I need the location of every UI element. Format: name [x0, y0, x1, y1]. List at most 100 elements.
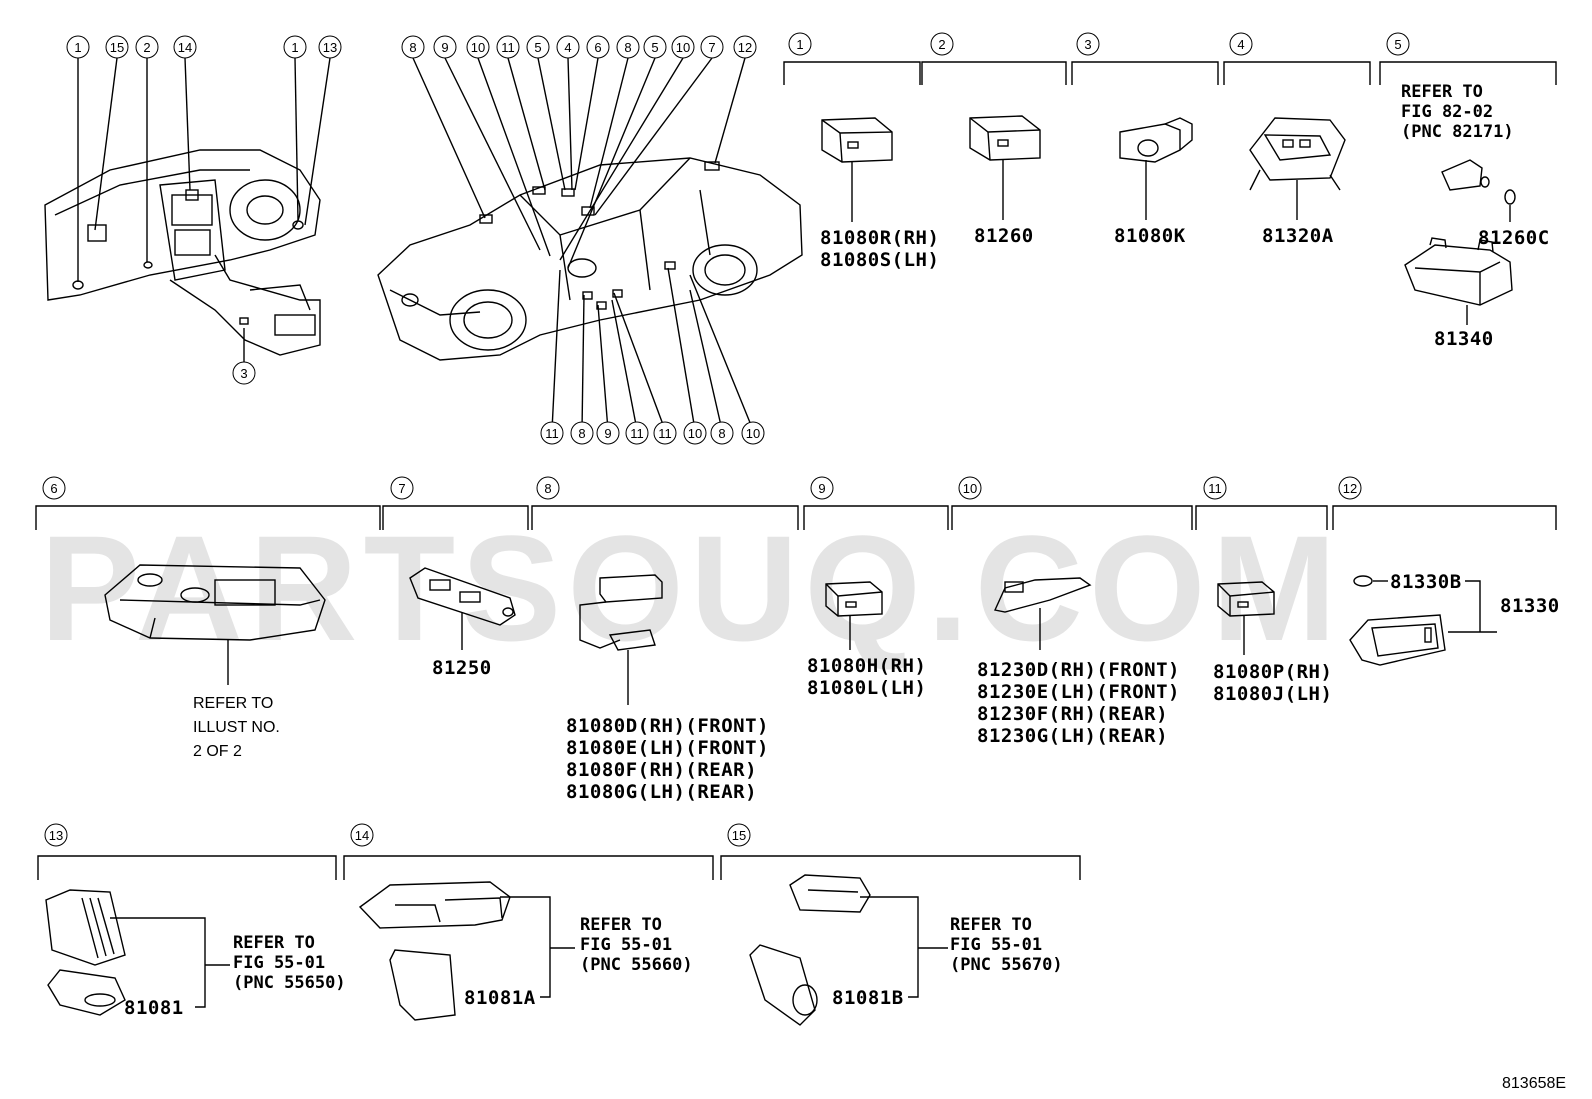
svg-text:5: 5	[1394, 37, 1401, 52]
part-number-81080E[interactable]: 81080E(LH)(FRONT)	[566, 737, 769, 759]
callout-9: 9	[433, 35, 457, 59]
refer-note-line: FIG 55-01	[580, 935, 672, 955]
part-number-81080F[interactable]: 81080F(RH)(REAR)	[566, 759, 757, 781]
group-1-header: 1	[788, 32, 812, 56]
callout-4: 4	[556, 35, 580, 59]
svg-text:12: 12	[738, 40, 752, 55]
refer-note-line: (PNC 55650)	[233, 973, 346, 993]
part-number-81080D[interactable]: 81080D(RH)(FRONT)	[566, 715, 769, 737]
callout-8: 8	[401, 35, 425, 59]
part-number-81230E[interactable]: 81230E(LH)(FRONT)	[977, 681, 1180, 703]
part-81081A-illustration	[358, 881, 511, 1021]
part-number-81320A[interactable]: 81320A	[1262, 225, 1334, 247]
svg-text:8: 8	[544, 481, 551, 496]
part-number-81080S[interactable]: 81080S(LH)	[820, 249, 939, 271]
callout-7: 7	[700, 35, 724, 59]
part-81230D-illustration	[993, 577, 1092, 613]
svg-text:1: 1	[74, 40, 81, 55]
callout-10: 10	[741, 421, 765, 445]
callout-10: 10	[683, 421, 707, 445]
callout-10: 10	[671, 35, 695, 59]
part-81080P-illustration	[1217, 581, 1275, 617]
part-number-81260C[interactable]: 81260C	[1478, 227, 1550, 249]
part-number-81081B[interactable]: 81081B	[832, 987, 904, 1009]
svg-text:11: 11	[1208, 481, 1222, 496]
refer-note-line: (PNC 82171)	[1401, 122, 1514, 142]
dashboard-illustration	[44, 149, 321, 356]
part-number-81230D[interactable]: 81230D(RH)(FRONT)	[977, 659, 1180, 681]
part-number-81340[interactable]: 81340	[1434, 328, 1494, 350]
part-number-81250[interactable]: 81250	[432, 657, 492, 679]
group-5-header: 5	[1386, 32, 1410, 56]
part-81081-illustration	[45, 889, 126, 1016]
callout-12: 12	[733, 35, 757, 59]
group-3-header: 3	[1076, 32, 1100, 56]
callout-11: 11	[540, 421, 564, 445]
svg-text:15: 15	[110, 40, 124, 55]
callout-15: 15	[105, 35, 129, 59]
refer-note-line: FIG 55-01	[233, 953, 325, 973]
callout-5: 5	[643, 35, 667, 59]
callout-14: 14	[173, 35, 197, 59]
group-9-header: 9	[810, 476, 834, 500]
svg-text:7: 7	[708, 40, 715, 55]
part-81080R-illustration	[821, 117, 893, 163]
group-4-header: 4	[1229, 32, 1253, 56]
callout-1: 1	[283, 35, 307, 59]
part-81250-illustration	[409, 567, 516, 626]
callout-6: 6	[586, 35, 610, 59]
part-number-81080H[interactable]: 81080H(RH)	[807, 655, 926, 677]
refer-note-line: REFER TO	[233, 933, 315, 953]
part-number-81230F[interactable]: 81230F(RH)(REAR)	[977, 703, 1168, 725]
group-13-header: 13	[44, 823, 68, 847]
refer-note-line: ILLUST NO.	[193, 719, 280, 736]
svg-text:5: 5	[651, 40, 658, 55]
part-number-81081A[interactable]: 81081A	[464, 987, 536, 1009]
refer-note-line: REFER TO	[580, 915, 662, 935]
part-number-81260[interactable]: 81260	[974, 225, 1034, 247]
svg-text:11: 11	[658, 426, 672, 441]
svg-text:13: 13	[49, 828, 63, 843]
refer-note-line: 2 OF 2	[193, 743, 242, 760]
part-number-81080G[interactable]: 81080G(LH)(REAR)	[566, 781, 757, 803]
part-number-81080J[interactable]: 81080J(LH)	[1213, 683, 1332, 705]
callout-13: 13	[318, 35, 342, 59]
svg-text:14: 14	[355, 828, 369, 843]
refer-note-line: REFER TO	[950, 915, 1032, 935]
svg-text:8: 8	[718, 426, 725, 441]
part-number-81330B[interactable]: 81330B	[1390, 571, 1462, 593]
svg-text:10: 10	[471, 40, 485, 55]
group-15-header: 15	[727, 823, 751, 847]
part-81320A-illustration	[1249, 117, 1346, 191]
svg-text:11: 11	[630, 426, 644, 441]
part-number-81080R[interactable]: 81080R(RH)	[820, 227, 939, 249]
svg-text:6: 6	[50, 481, 57, 496]
callout-5: 5	[526, 35, 550, 59]
part-81330-illustration	[1349, 575, 1446, 666]
refer-note-line: REFER TO	[193, 695, 273, 712]
svg-text:2: 2	[938, 37, 945, 52]
group-7-header: 7	[390, 476, 414, 500]
part-number-81230G[interactable]: 81230G(LH)(REAR)	[977, 725, 1168, 747]
part-number-81080K[interactable]: 81080K	[1114, 225, 1186, 247]
group-10-header: 10	[958, 476, 982, 500]
group-2-header: 2	[930, 32, 954, 56]
svg-text:10: 10	[746, 426, 760, 441]
callout-8: 8	[710, 421, 734, 445]
part-number-81081[interactable]: 81081	[124, 997, 184, 1019]
group-11-header: 11	[1203, 476, 1227, 500]
refer-note-line: FIG 82-02	[1401, 102, 1493, 122]
diagram-code: 813658E	[1502, 1075, 1566, 1092]
svg-text:15: 15	[732, 828, 746, 843]
svg-text:13: 13	[323, 40, 337, 55]
svg-text:3: 3	[1084, 37, 1091, 52]
svg-text:11: 11	[545, 426, 559, 441]
group-8-header: 8	[536, 476, 560, 500]
part-81080K-illustration	[1119, 117, 1193, 163]
part-number-81330[interactable]: 81330	[1500, 595, 1560, 617]
part-number-81080P[interactable]: 81080P(RH)	[1213, 661, 1332, 683]
svg-text:6: 6	[594, 40, 601, 55]
part-number-81080L[interactable]: 81080L(LH)	[807, 677, 926, 699]
callout-9: 9	[596, 421, 620, 445]
callout-1: 1	[66, 35, 90, 59]
